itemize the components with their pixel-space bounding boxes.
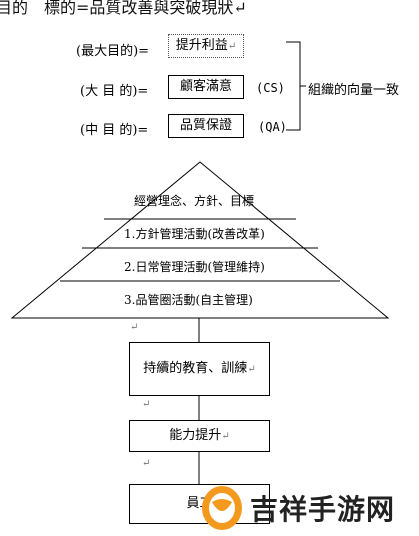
return-mark: ↵ — [142, 458, 151, 469]
education-box: 持續的教育、訓練↵ — [129, 342, 270, 396]
return-mark: ↵ — [247, 364, 256, 375]
page-title-fragment: 目的 標的=品質改善與突破現狀↵ — [0, 0, 247, 17]
pyramid-level-3: 3.品管圈活動(自主管理) — [124, 293, 253, 307]
goal-sub-box: 品質保證 — [168, 114, 244, 138]
goal-sub-label: (中 目 的)= — [80, 123, 149, 138]
bracket-note: 組織的向量一致 — [308, 83, 400, 98]
pyramid-caption: 經營理念、方針、目標 — [134, 194, 255, 208]
return-mark: ↵ — [221, 431, 230, 442]
goal-sub-text: 品質保證 — [179, 118, 232, 133]
watermark-logo-icon — [202, 486, 242, 530]
pyramid-level-1: 1.方針管理活動(改善改革) — [124, 227, 265, 241]
ability-text: 能力提升 — [169, 428, 222, 443]
return-mark: ↵ — [142, 399, 151, 410]
goal-mid-box: 顧客滿意 — [168, 75, 244, 99]
pyramid-outline — [10, 161, 390, 319]
return-mark: ↵ — [227, 41, 237, 52]
education-text: 持續的教育、訓練 — [143, 361, 248, 376]
watermark-text: 吉祥手游网 — [250, 493, 396, 526]
goal-mid-text: 顧客滿意 — [179, 79, 232, 94]
goal-mid-label: (大 目 的)= — [80, 84, 149, 99]
goal-max-label: (最大目的)= — [76, 44, 150, 59]
goal-max-box: 提升利益↵ — [168, 34, 244, 58]
staff-box: 員工 — [129, 484, 270, 524]
ability-box: 能力提升↵ — [129, 420, 270, 452]
pyramid-level-2: 2.日常管理活動(管理維持) — [124, 260, 265, 274]
return-mark: ↵ — [130, 322, 139, 333]
site-watermark: 吉祥手游网 — [200, 478, 419, 536]
goal-sub-tag: (QA) — [258, 120, 287, 134]
goal-mid-tag: (CS) — [256, 81, 285, 95]
goal-max-text: 提升利益 — [175, 38, 228, 53]
alignment-bracket — [286, 41, 301, 131]
